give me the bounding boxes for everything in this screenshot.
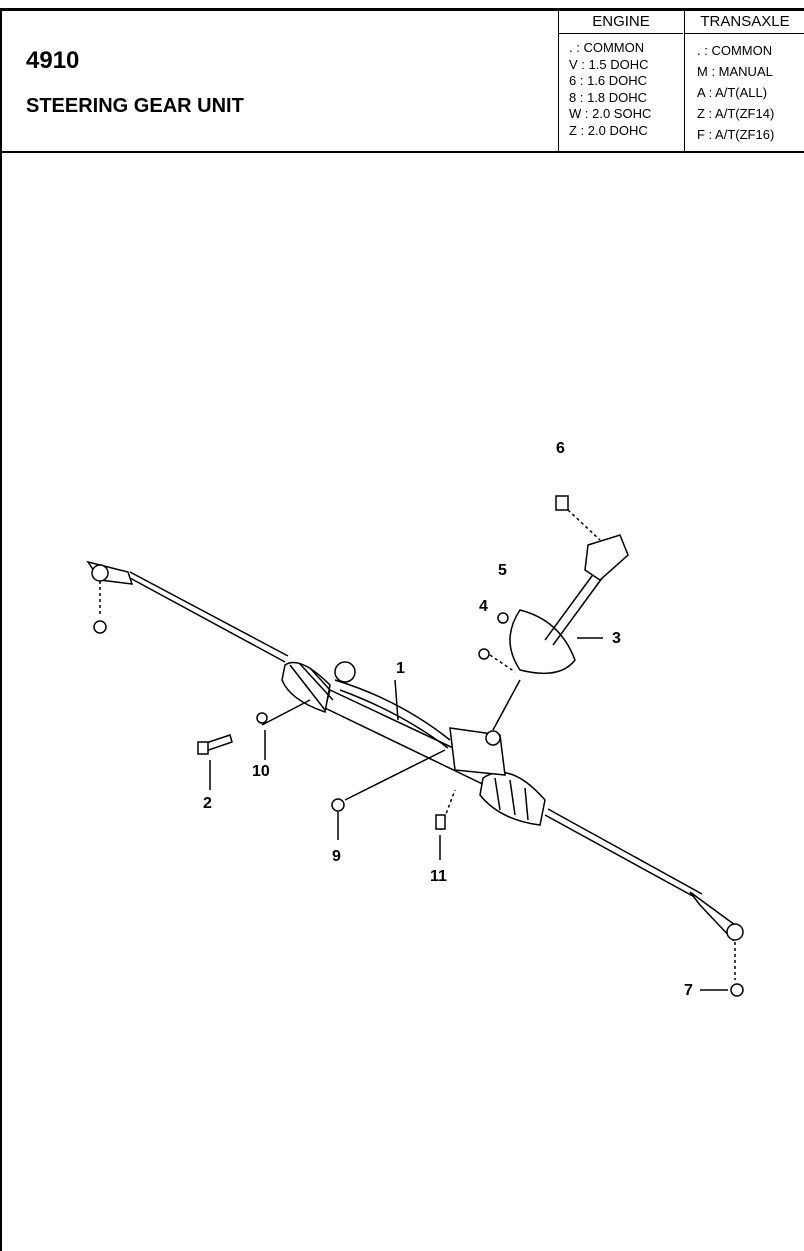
callout-3: 3 [612,630,621,647]
callout-11: 11 [430,868,447,885]
callout-1: 1 [396,660,405,677]
page-header [0,11,804,153]
transaxle-row: M : MANUAL [697,64,773,79]
top-rule [0,8,804,11]
callout-5: 5 [498,562,507,579]
engine-row: 8 : 1.8 DOHC [569,89,648,105]
callout-7: 7 [684,982,693,999]
callout-9: 9 [332,848,341,865]
engine-row: Z : 2.0 DOHC [569,122,648,138]
callout-6: 6 [556,440,565,457]
left-rule [0,11,2,1251]
callout-4: 4 [479,598,488,615]
transaxle-legend: TRANSAXLE . : COMMON M : MANUAL A : A/T(… [684,11,804,151]
transaxle-row: A : A/T(ALL) [697,85,768,100]
right-tie-rod [544,808,744,997]
transaxle-row: Z : A/T(ZF14) [697,106,775,121]
transaxle-heading: TRANSAXLE [685,11,804,34]
fasteners [197,679,456,860]
engine-row: 6 : 1.6 DOHC [569,73,648,88]
page-title: STEERING GEAR UNIT [26,95,244,117]
engine-row: . : COMMON [569,40,645,55]
engine-row: W : 2.0 SOHC [569,106,652,121]
callout-2: 2 [203,795,212,812]
transaxle-row: . : COMMON [697,43,773,58]
engine-heading: ENGINE [559,11,683,34]
rack-housing [281,661,546,826]
left-tie-rod [86,560,289,663]
transaxle-row: F : A/T(ZF16) [697,127,775,142]
callout-10: 10 [252,763,270,780]
steering-joint [478,495,629,731]
engine-legend: ENGINE . : COMMON V : 1.5 DOHC 6 : 1.6 D… [558,11,683,151]
engine-row: V : 1.5 DOHC [569,56,649,72]
group-code: 4910 [26,47,80,74]
